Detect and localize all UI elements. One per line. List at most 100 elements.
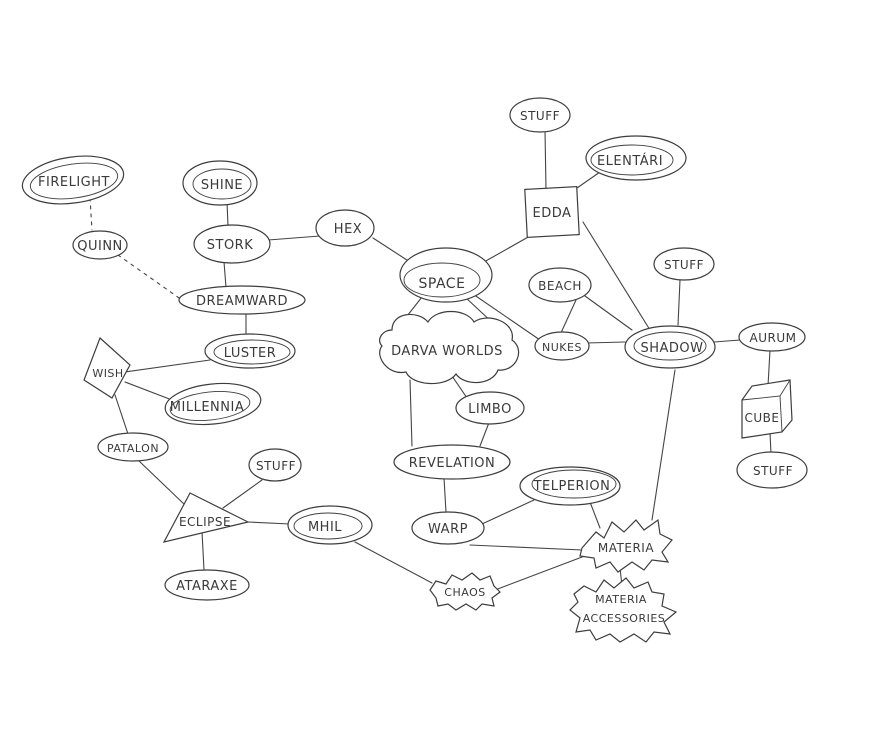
node-darva-worlds: DARVA WORLDS: [379, 310, 520, 385]
label-wish: WISH: [92, 367, 123, 380]
label-materia-accessories-1: MATERIA: [595, 593, 647, 606]
edge-stork-dreamward: [223, 261, 227, 288]
edge-wish-millennia: [124, 381, 173, 401]
label-quinn: QUINN: [77, 239, 123, 254]
edge-beach-shadow: [584, 295, 633, 331]
label-edda: EDDA: [533, 206, 572, 221]
node-revelation: REVELATION: [393, 444, 511, 480]
connections: [89, 129, 772, 591]
edge-edda-elentari: [576, 171, 601, 189]
edge-aurum-cube: [767, 349, 771, 387]
label-stuff-edda: STUFF: [520, 109, 560, 123]
node-nukes: NUKES: [534, 331, 590, 361]
node-chaos: CHAOS: [429, 572, 501, 611]
node-hex: HEX: [315, 209, 375, 247]
label-nukes: NUKES: [542, 341, 582, 354]
node-stuff-eclipse: STUFF: [248, 448, 302, 482]
edge-wish-patalon: [114, 394, 129, 435]
node-cube: CUBE: [741, 379, 793, 439]
label-elentari: ELENTÁRI: [597, 153, 663, 169]
label-revelation: REVELATION: [409, 456, 496, 471]
edge-beach-nukes: [559, 299, 577, 336]
label-telperion: TELPERION: [533, 479, 611, 494]
edge-eclipse-mhil: [247, 521, 291, 525]
node-stuff-shadow: STUFF: [653, 247, 715, 281]
edge-shadow-stuff: [677, 279, 681, 326]
node-beach: BEACH: [528, 267, 592, 303]
node-wish: WISH: [83, 336, 131, 399]
node-aurum: AURUM: [738, 322, 806, 352]
label-patalon: PATALON: [107, 442, 159, 455]
label-shadow: SHADOW: [640, 341, 703, 356]
node-shine: SHINE: [182, 160, 258, 206]
edge-eclipse-ataraxe: [201, 531, 205, 571]
edge-shine-stork: [226, 201, 229, 227]
label-stuff-shadow: STUFF: [664, 258, 704, 272]
edge-shadow-materia: [651, 369, 676, 521]
edge-chaos-materia: [494, 553, 591, 591]
edge-telperion-materia: [589, 501, 601, 529]
edge-shadow-aurum: [713, 339, 741, 343]
edge-mhil-chaos: [354, 541, 433, 584]
node-dreamward: DREAMWARD: [178, 285, 306, 315]
label-beach: BEACH: [538, 279, 582, 293]
label-warp: WARP: [428, 522, 468, 537]
label-shine: SHINE: [201, 178, 243, 193]
node-elentari: ELENTÁRI: [585, 135, 687, 181]
node-stuff-edda: STUFF: [509, 97, 571, 133]
node-ataraxe: ATARAXE: [164, 569, 250, 601]
node-eclipse: ECLIPSE: [162, 492, 250, 543]
edge-revelation-warp: [443, 477, 447, 513]
node-edda: EDDA: [524, 186, 580, 238]
label-dreamward: DREAMWARD: [196, 294, 288, 309]
node-materia: MATERIA: [579, 518, 673, 573]
edge-stuff-edda: [544, 129, 547, 191]
label-limbo: LIMBO: [468, 402, 512, 417]
node-mhil: MHIL: [287, 505, 373, 545]
node-quinn: QUINN: [72, 230, 128, 260]
edge-quinn-dreamward: [117, 254, 183, 301]
label-stuff-cube: STUFF: [753, 464, 793, 478]
label-stork: STORK: [207, 238, 253, 253]
label-chaos: CHAOS: [444, 586, 485, 599]
edge-darva-revelation: [409, 379, 413, 447]
node-warp: WARP: [411, 511, 485, 545]
label-materia-accessories-2: ACCESSORIES: [583, 612, 666, 625]
edge-edda-shadow: [582, 221, 651, 331]
label-luster: LUSTER: [224, 346, 277, 361]
node-space: SPACE: [399, 247, 493, 303]
label-firelight: FIRELIGHT: [38, 175, 110, 190]
edge-nukes-shadow: [585, 341, 626, 344]
label-aurum: AURUM: [750, 331, 797, 345]
label-materia: MATERIA: [598, 541, 654, 555]
node-firelight: FIRELIGHT: [21, 155, 125, 205]
label-eclipse: ECLIPSE: [179, 515, 231, 529]
label-mhil: MHIL: [308, 520, 342, 535]
node-telperion: TELPERION: [519, 466, 621, 506]
edge-warp-materia: [469, 544, 583, 551]
node-stuff-cube: STUFF: [736, 451, 808, 489]
node-limbo: LIMBO: [455, 391, 525, 425]
node-stork: STORK: [193, 224, 271, 264]
node-millennia: MILLENNIA: [164, 382, 262, 426]
node-patalon: PATALON: [97, 432, 169, 462]
node-luster: LUSTER: [204, 333, 296, 369]
edge-eclipse-stuff: [222, 479, 263, 509]
edge-hex-space: [372, 237, 411, 263]
node-shadow: SHADOW: [624, 325, 716, 369]
label-stuff-eclipse: STUFF: [256, 459, 296, 473]
edge-wish-luster: [124, 359, 211, 373]
edge-cube-stuff: [769, 431, 772, 455]
label-hex: HEX: [334, 222, 362, 237]
node-materia-accessories: MATERIA ACCESSORIES: [569, 577, 678, 643]
label-cube: CUBE: [745, 411, 780, 425]
label-space: SPACE: [419, 276, 466, 292]
edge-space-edda: [483, 235, 531, 263]
edge-firelight-quinn: [89, 197, 93, 231]
label-ataraxe: ATARAXE: [176, 579, 238, 594]
edge-warp-telperion: [481, 499, 535, 525]
label-millennia: MILLENNIA: [170, 400, 244, 415]
edge-stork-hex: [267, 235, 321, 241]
